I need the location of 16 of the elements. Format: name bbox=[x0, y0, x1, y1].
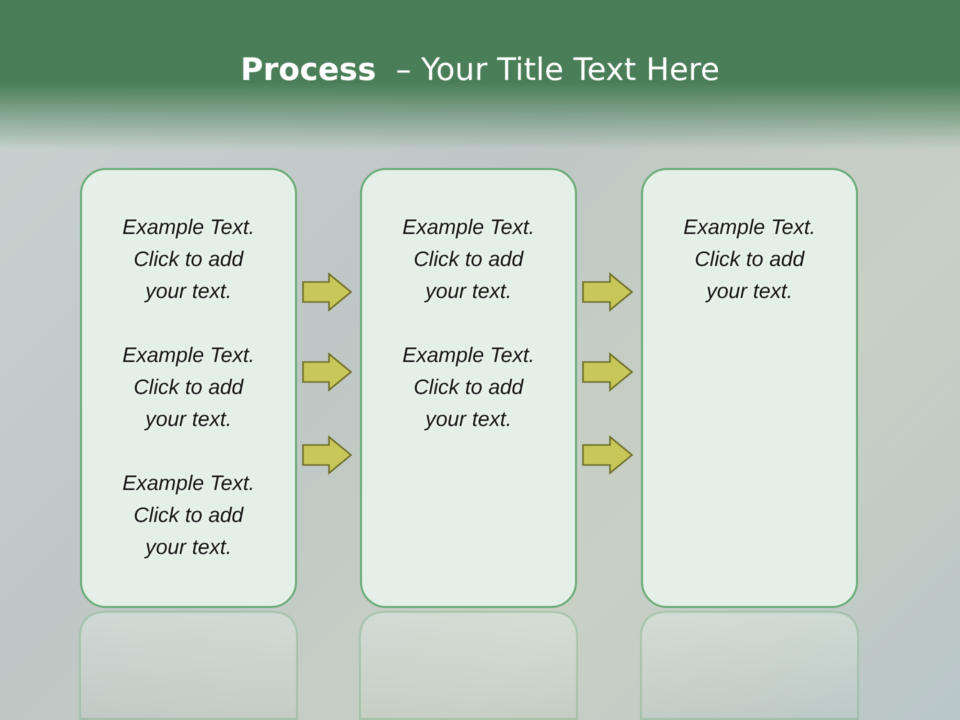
block-arrow bbox=[302, 272, 352, 312]
process-box bbox=[641, 168, 858, 608]
block-arrow bbox=[582, 435, 634, 475]
body-text: Example Text. Click to add your text. bbox=[121, 215, 256, 305]
block-arrow bbox=[302, 435, 352, 475]
body-text: Example Text. Click to add your text. bbox=[121, 343, 256, 433]
block-arrow bbox=[582, 272, 634, 312]
block-arrow bbox=[582, 352, 634, 392]
body-text: Example Text. Click to add your text. bbox=[682, 215, 817, 305]
body-text: Example Text. Click to add your text. bbox=[121, 471, 256, 561]
title: Process – Your Title Text Here bbox=[239, 52, 721, 88]
block-arrow bbox=[302, 352, 352, 392]
body-text: Example Text. Click to add your text. bbox=[401, 343, 536, 433]
process-box bbox=[80, 168, 297, 608]
process-box bbox=[360, 168, 577, 608]
body-text: Example Text. Click to add your text. bbox=[401, 215, 536, 305]
